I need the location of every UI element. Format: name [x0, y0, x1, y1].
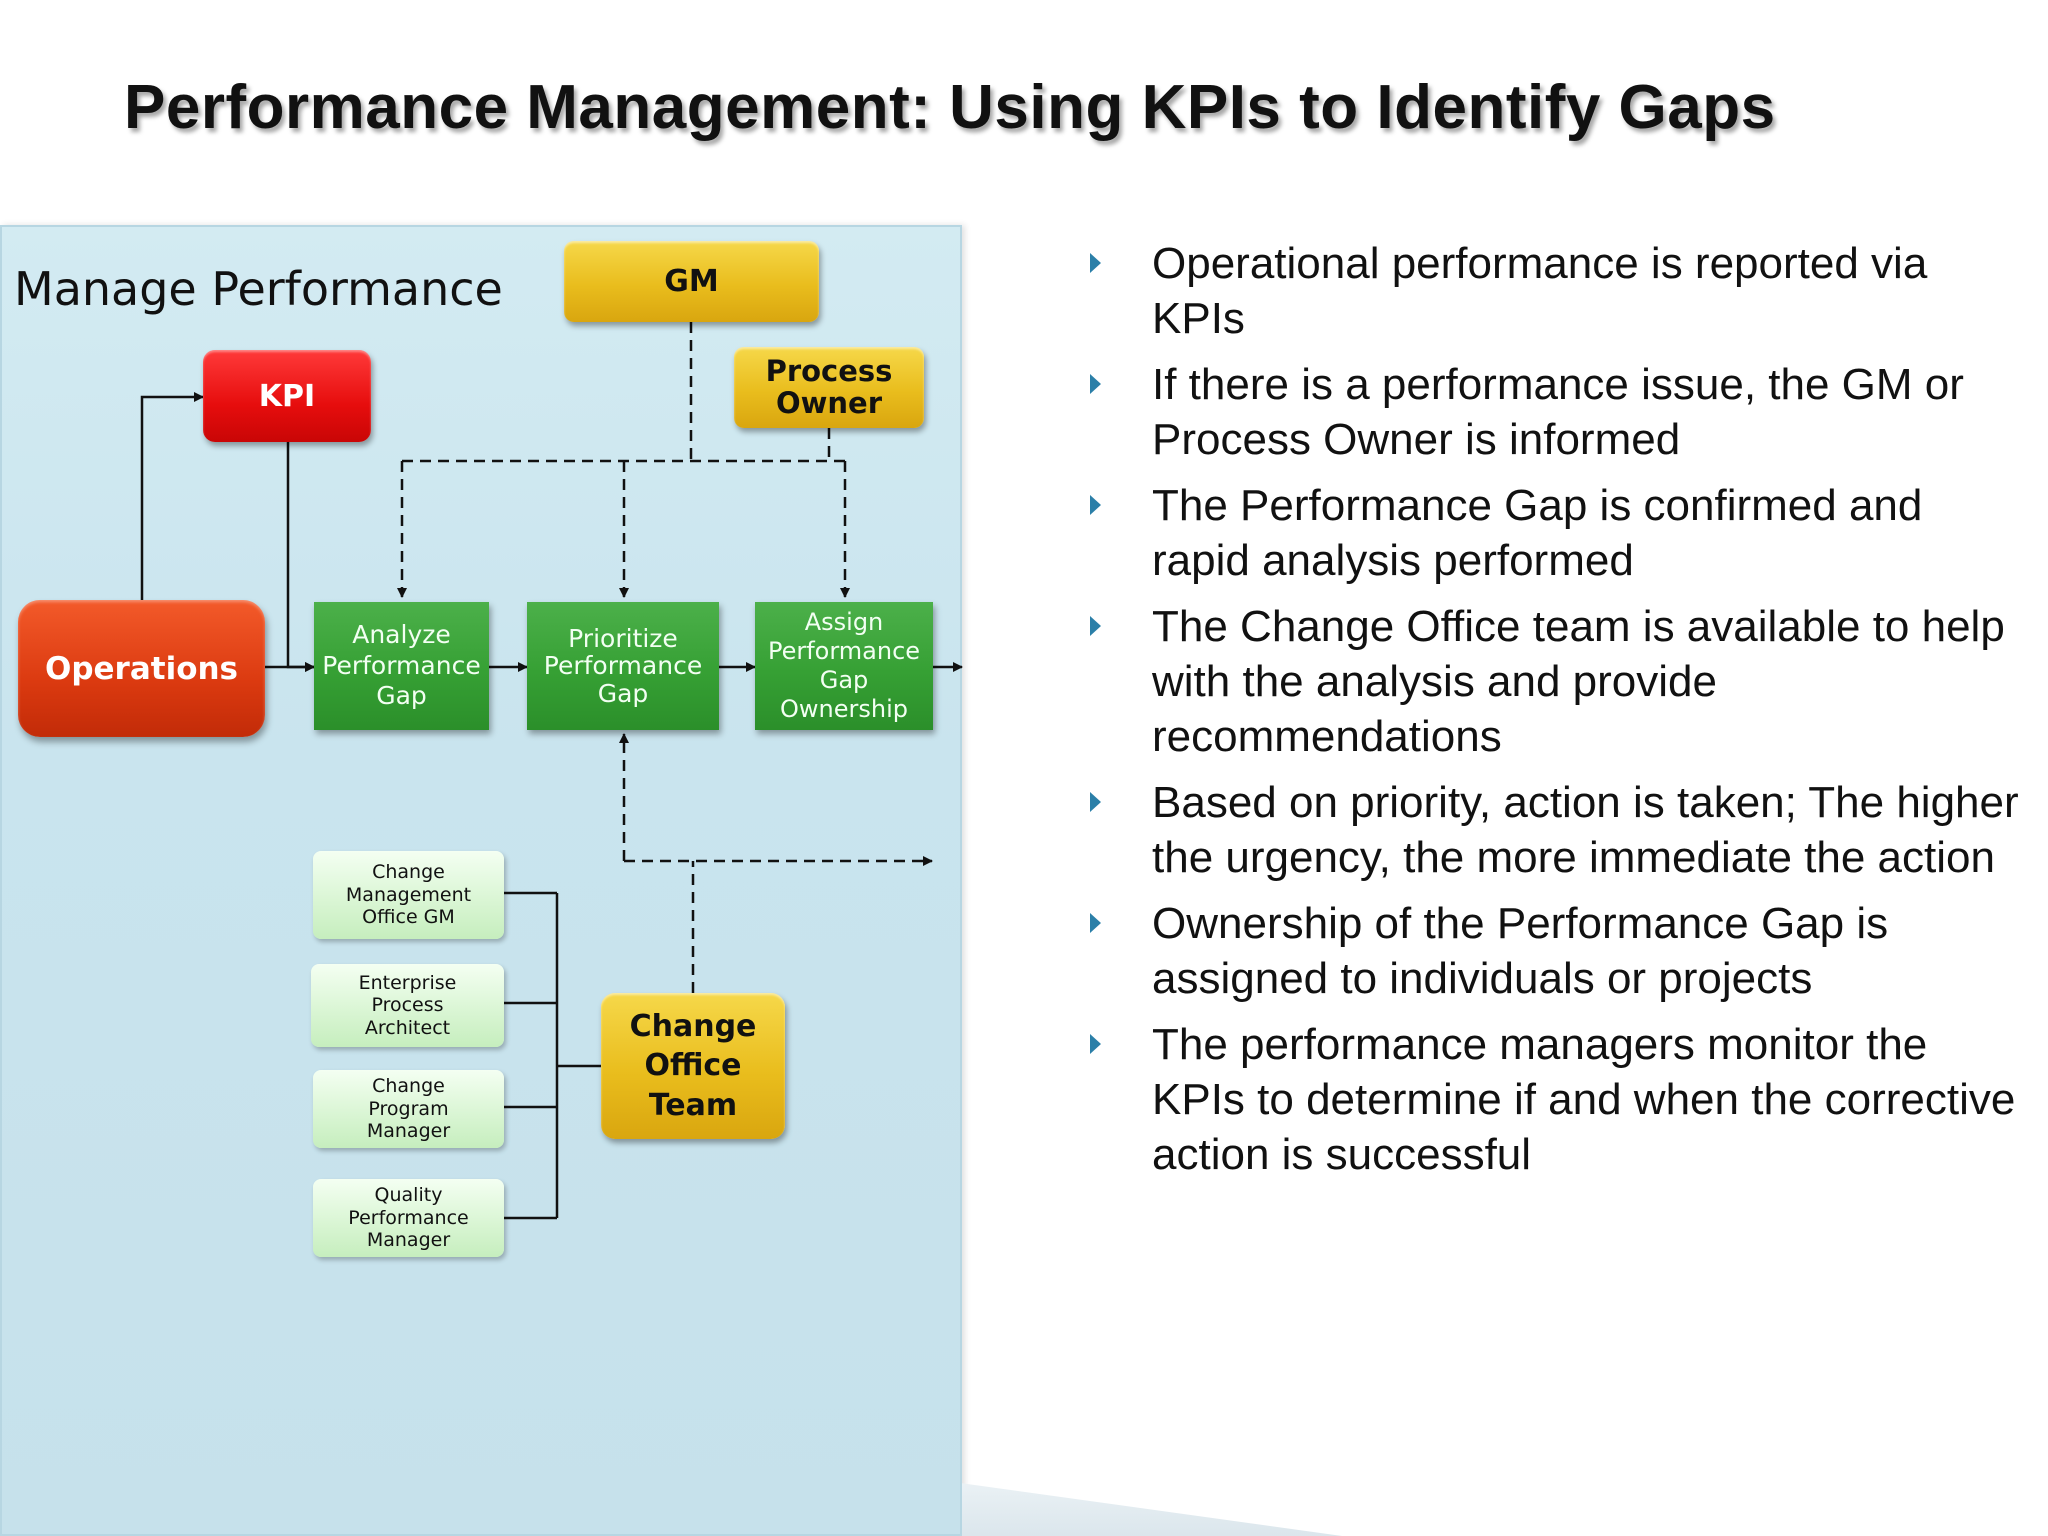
prioritize-gap-label: Prioritize Performance Gap — [543, 623, 703, 708]
team-member-label: Change Management Office GM — [345, 861, 472, 929]
bullet-item: The Change Office team is available to h… — [1090, 599, 2030, 764]
analyze-gap-label: Analyze Performance Gap — [322, 620, 481, 711]
bullet-item: Ownership of the Performance Gap is assi… — [1090, 896, 2030, 1006]
bullet-text: The Change Office team is available to h… — [1152, 602, 2005, 761]
bullet-text: Ownership of the Performance Gap is assi… — [1152, 899, 1889, 1003]
team-member-label: Quality Performance Manager — [348, 1184, 469, 1252]
slide-title: Performance Management: Using KPIs to Id… — [124, 73, 1776, 142]
triangle-bullet-icon — [1090, 792, 1101, 812]
gm-label: GM — [664, 264, 719, 299]
change-office-team-label: Change Office Team — [629, 1008, 757, 1123]
process-owner-node: Process Owner — [734, 347, 924, 428]
bullet-text: Based on priority, action is taken; The … — [1152, 778, 2019, 882]
assign-gap-node: Assign Performance Gap Ownership — [755, 602, 933, 730]
triangle-bullet-icon — [1090, 616, 1101, 636]
operations-node: Operations — [18, 600, 265, 737]
triangle-bullet-icon — [1090, 495, 1101, 515]
panel-title: Manage Performance — [14, 262, 503, 316]
triangle-bullet-icon — [1090, 913, 1101, 933]
change-office-team-node: Change Office Team — [601, 993, 785, 1139]
bullet-item: If there is a performance issue, the GM … — [1090, 357, 2030, 467]
triangle-bullet-icon — [1090, 374, 1101, 394]
team-member-enterprise-process-architect: Enterprise Process Architect — [311, 964, 504, 1047]
team-member-change-program-manager: Change Program Manager — [313, 1070, 504, 1148]
bullet-text: If there is a performance issue, the GM … — [1152, 360, 1964, 464]
team-member-label: Enterprise Process Architect — [358, 971, 457, 1039]
analyze-gap-node: Analyze Performance Gap — [314, 602, 489, 730]
kpi-label: KPI — [258, 378, 316, 414]
prioritize-gap-node: Prioritize Performance Gap — [527, 602, 719, 730]
bullet-text: The Performance Gap is confirmed and rap… — [1152, 481, 1923, 585]
kpi-node: KPI — [203, 350, 371, 442]
triangle-bullet-icon — [1090, 253, 1101, 273]
bullet-item: Operational performance is reported via … — [1090, 236, 2030, 346]
connector-operations-to-kpi — [140, 392, 204, 600]
bullet-item: The Performance Gap is confirmed and rap… — [1090, 478, 2030, 588]
bullet-item: Based on priority, action is taken; The … — [1090, 775, 2030, 885]
process-owner-label: Process Owner — [765, 353, 893, 420]
assign-gap-label: Assign Performance Gap Ownership — [767, 608, 921, 723]
bullet-item: The performance managers monitor the KPI… — [1090, 1017, 2030, 1182]
bullet-list: Operational performance is reported via … — [1090, 236, 2030, 1193]
team-member-label: Change Program Manager — [366, 1075, 451, 1143]
operations-label: Operations — [44, 650, 239, 687]
connector-kpi-to-analyze — [286, 442, 315, 672]
bullet-text: Operational performance is reported via … — [1152, 239, 1928, 343]
gm-node: GM — [564, 241, 819, 322]
team-member-quality-performance-manager: Quality Performance Manager — [313, 1179, 504, 1257]
team-member-change-management-office-gm: Change Management Office GM — [313, 851, 504, 939]
triangle-bullet-icon — [1090, 1034, 1101, 1054]
bullet-text: The performance managers monitor the KPI… — [1152, 1020, 2016, 1179]
